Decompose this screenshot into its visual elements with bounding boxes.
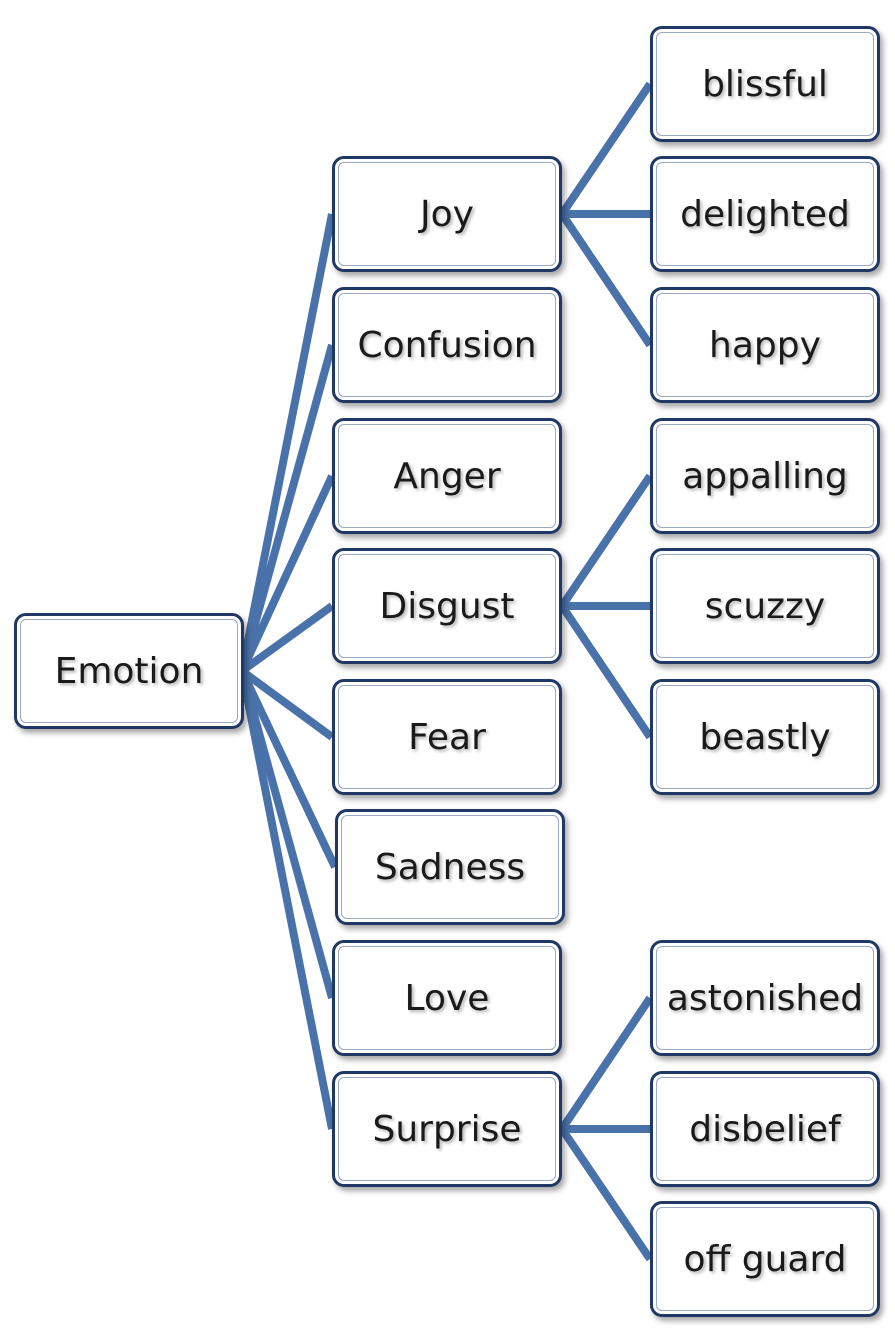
node-love: Love [332,940,562,1056]
edge-emotion-disgust [239,602,335,675]
node-disbelief: disbelief [650,1071,880,1187]
node-astonished: astonished [650,940,880,1056]
edge-surprise-off-guard [558,1126,654,1262]
edge-emotion-love [238,669,336,1000]
edge-surprise-astonished [558,995,654,1132]
node-appalling: appalling [650,418,880,534]
edge-emotion-fear [239,667,335,741]
edge-disgust-appalling [558,473,654,609]
node-delighted: delighted [650,156,880,272]
node-anger: Anger [332,418,562,534]
node-confusion: Confusion [332,287,562,403]
node-beastly: beastly [650,679,880,795]
edge-emotion-anger [238,474,336,673]
node-fear: Fear [332,679,562,795]
node-disgust: Disgust [332,548,562,664]
node-surprise: Surprise [332,1071,562,1187]
edge-emotion-sadness [238,669,339,869]
edge-emotion-joy [238,213,336,672]
edge-emotion-confusion [238,343,336,673]
node-joy: Joy [332,156,562,272]
edge-joy-happy [558,211,654,348]
node-blissful: blissful [650,26,880,142]
node-off-guard: off guard [650,1201,880,1317]
node-sadness: Sadness [335,809,565,925]
node-emotion: Emotion [14,613,244,729]
node-scuzzy: scuzzy [650,548,880,664]
edge-emotion-surprise [238,670,336,1130]
edge-disgust-beastly [558,603,654,740]
edge-joy-blissful [558,81,654,217]
node-happy: happy [650,287,880,403]
